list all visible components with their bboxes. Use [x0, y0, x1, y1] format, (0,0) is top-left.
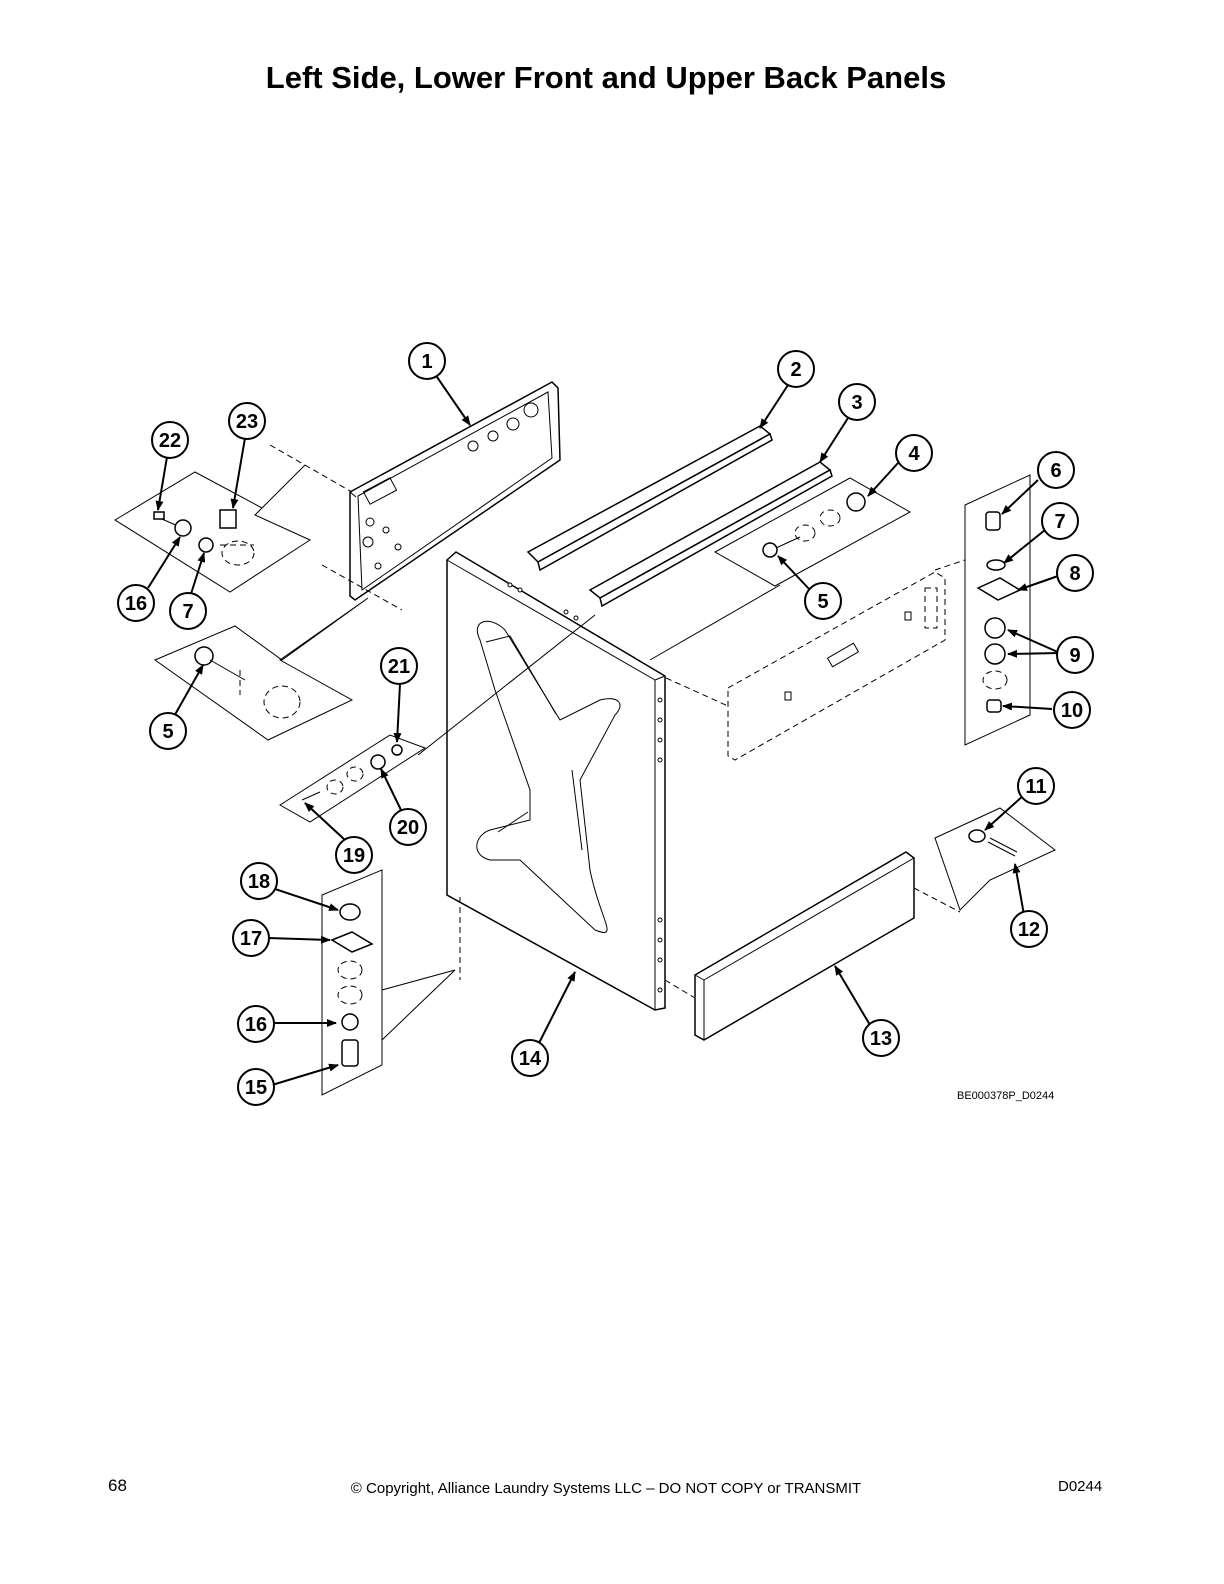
copyright-notice: © Copyright, Alliance Laundry Systems LL…	[350, 1480, 862, 1497]
svg-text:19: 19	[343, 845, 365, 867]
svg-text:8: 8	[1069, 563, 1080, 585]
callout-9: 9	[1056, 636, 1094, 674]
svg-text:5: 5	[162, 721, 173, 743]
detail-box-upper-left	[114, 464, 312, 593]
callout-15: 15	[237, 1068, 275, 1106]
figure-id: BE000378P_D0244	[957, 1090, 1055, 1102]
callout-16-bottom: 16	[237, 1005, 275, 1043]
callout-14: 14	[511, 1039, 549, 1077]
svg-text:15: 15	[245, 1077, 267, 1099]
detail-box-lower-right	[934, 807, 1056, 911]
svg-text:2: 2	[790, 359, 801, 381]
document-code: D0244	[1058, 1478, 1103, 1495]
callout-11: 11	[1017, 767, 1055, 805]
callout-17: 17	[232, 919, 270, 957]
svg-text:13: 13	[870, 1028, 892, 1050]
callout-23: 23	[228, 402, 266, 440]
svg-text:9: 9	[1069, 645, 1080, 667]
svg-text:12: 12	[1018, 919, 1040, 941]
page-title: Left Side, Lower Front and Upper Back Pa…	[265, 60, 947, 95]
lower-back-panel-outline	[727, 571, 946, 761]
detail-box-center	[713, 477, 912, 587]
svg-text:5: 5	[817, 591, 828, 613]
svg-text:16: 16	[125, 593, 147, 615]
svg-text:4: 4	[908, 443, 920, 465]
callout-22: 22	[151, 421, 189, 459]
callout-8: 8	[1056, 554, 1094, 592]
callout-1: 1	[408, 342, 446, 380]
callout-20: 20	[389, 808, 427, 846]
detail-box-left-lower	[279, 734, 427, 823]
callout-3: 3	[838, 383, 876, 421]
left-side-panel	[446, 551, 666, 1011]
side-rails	[526, 425, 833, 608]
callout-6: 6	[1037, 451, 1075, 489]
detail-box-right	[964, 474, 1031, 746]
lower-front-panel	[694, 851, 915, 1041]
page-number: 68	[108, 1476, 127, 1495]
callout-16-left: 16	[117, 584, 155, 622]
svg-text:21: 21	[388, 656, 410, 678]
svg-text:10: 10	[1061, 700, 1083, 722]
svg-text:23: 23	[236, 411, 258, 433]
callout-13: 13	[862, 1019, 900, 1057]
svg-text:7: 7	[1054, 511, 1065, 533]
leader-lines	[147, 376, 1061, 1086]
svg-text:18: 18	[248, 871, 270, 893]
svg-text:7: 7	[182, 601, 193, 623]
callout-4: 4	[895, 434, 933, 472]
svg-text:17: 17	[240, 928, 262, 950]
callout-18: 18	[240, 862, 278, 900]
detail-box-left-middle	[153, 597, 369, 741]
svg-text:3: 3	[851, 392, 862, 414]
svg-text:6: 6	[1050, 460, 1061, 482]
callout-7-left: 7	[169, 592, 207, 630]
svg-text:14: 14	[519, 1048, 542, 1070]
svg-text:20: 20	[397, 817, 419, 839]
callout-2: 2	[777, 350, 815, 388]
upper-back-panel	[349, 381, 561, 601]
callout-5-center: 5	[804, 582, 842, 620]
callout-7-right: 7	[1041, 502, 1079, 540]
svg-text:11: 11	[1025, 776, 1046, 798]
svg-text:16: 16	[245, 1014, 267, 1036]
svg-text:22: 22	[159, 430, 181, 452]
callout-21: 21	[380, 647, 418, 685]
svg-text:1: 1	[421, 351, 432, 373]
detail-box-bottom-left	[321, 869, 456, 1096]
callout-12: 12	[1010, 910, 1048, 948]
callout-19: 19	[335, 836, 373, 874]
callout-10: 10	[1053, 691, 1091, 729]
callout-5-left: 5	[149, 712, 187, 750]
